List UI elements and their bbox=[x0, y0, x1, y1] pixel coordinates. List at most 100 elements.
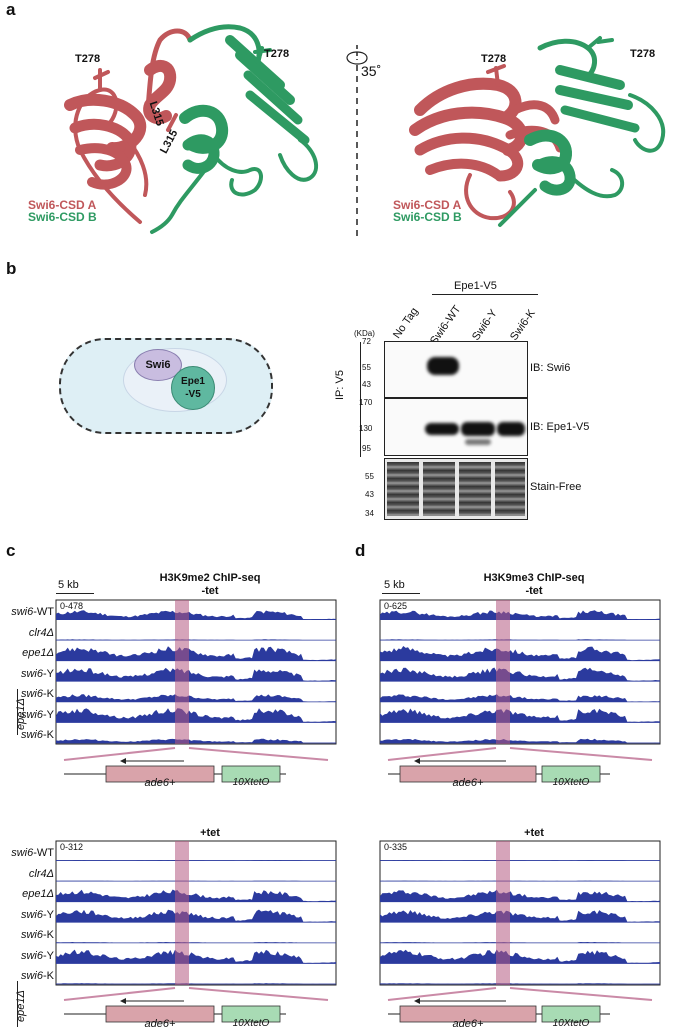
reporter-box bbox=[541, 765, 601, 783]
track-signal-1 bbox=[380, 880, 660, 882]
track-signal-3 bbox=[380, 910, 660, 923]
structure-left-chain-b bbox=[150, 24, 319, 234]
gene-label-c-bottom: ade6+ bbox=[144, 1018, 176, 1030]
track-signal-3 bbox=[56, 909, 336, 923]
band-epe1-y bbox=[461, 422, 495, 436]
track-signal-5 bbox=[380, 708, 660, 723]
zoom-line-left bbox=[387, 747, 497, 761]
row-label-5: swi6-Y bbox=[20, 949, 54, 962]
blot-swi6 bbox=[384, 341, 528, 398]
row-label-4: swi6-K bbox=[20, 688, 54, 700]
arrowhead-icon bbox=[120, 998, 126, 1004]
ip-bracket bbox=[360, 342, 361, 457]
reporter-box bbox=[541, 1005, 601, 1023]
epe1-v5-group-label: Epe1-V5 bbox=[454, 280, 497, 292]
arrowhead-icon bbox=[414, 998, 420, 1004]
reporter-box bbox=[221, 765, 281, 783]
track-signal-5 bbox=[380, 949, 660, 964]
track-signal-6 bbox=[56, 738, 336, 743]
scale-label-d: 5 kb bbox=[384, 579, 405, 591]
legend-chain-a-left: Swi6-CSD A bbox=[28, 198, 97, 212]
track-signal-6 bbox=[380, 983, 660, 984]
marker-43: 43 bbox=[362, 380, 371, 389]
range-c-bottom: 0-312 bbox=[60, 842, 84, 852]
subtitle-c-bottom: +tet bbox=[200, 827, 220, 839]
title-d: H3K9me3 ChIP-seq bbox=[483, 572, 585, 584]
reporter-label-c-top: 10XtetO bbox=[232, 777, 270, 788]
track-signal-4 bbox=[380, 694, 660, 702]
track-signal-0 bbox=[380, 860, 660, 861]
group-underline bbox=[432, 294, 538, 295]
track-signal-2 bbox=[56, 889, 336, 902]
marker-95: 95 bbox=[362, 444, 371, 453]
range-c-top: 0-478 bbox=[60, 601, 84, 611]
marker-34-sf: 34 bbox=[365, 509, 374, 518]
track-signal-2 bbox=[380, 889, 660, 902]
gene-label-c-top: ade6+ bbox=[144, 777, 176, 789]
marker-130: 130 bbox=[359, 424, 373, 433]
highlight-region bbox=[496, 600, 510, 744]
track-signal-6 bbox=[56, 983, 336, 984]
marker-43-sf: 43 bbox=[365, 490, 374, 499]
residue-label-t278-b-right: T278 bbox=[630, 48, 656, 60]
blot-epe1-v5 bbox=[384, 398, 528, 456]
track-signal-0 bbox=[56, 610, 336, 620]
track-signal-3 bbox=[380, 667, 660, 682]
track-signal-3 bbox=[56, 667, 336, 682]
rotation-arrow-icon bbox=[346, 51, 368, 65]
track-signal-2 bbox=[56, 646, 336, 661]
residue-label-t278-a-left: T278 bbox=[75, 53, 101, 65]
row-label-6: swi6-K bbox=[20, 970, 54, 982]
range-d-top: 0-625 bbox=[384, 601, 408, 611]
reporter-box bbox=[221, 1005, 281, 1023]
reporter-label-d-top: 10XtetO bbox=[552, 777, 590, 788]
blot-label-swi6: IB: Swi6 bbox=[530, 362, 571, 374]
row-label-1: clr4Δ bbox=[28, 626, 54, 639]
row-label-3: swi6-Y bbox=[20, 667, 54, 680]
marker-55-sf: 55 bbox=[365, 472, 374, 481]
bracket-line-top bbox=[17, 689, 18, 735]
gene-box bbox=[399, 1005, 537, 1023]
highlight-region bbox=[496, 841, 510, 985]
marker-55: 55 bbox=[362, 363, 371, 372]
structure-left-chain-a bbox=[64, 28, 193, 224]
highlight-region bbox=[175, 841, 189, 985]
arrowhead-icon bbox=[414, 758, 420, 764]
protein-structure-figure bbox=[64, 24, 666, 240]
highlight-region bbox=[175, 600, 189, 744]
blot-label-stain-free: Stain-Free bbox=[530, 481, 582, 493]
panel-label-b: b bbox=[6, 259, 17, 278]
zoom-line-right bbox=[509, 987, 653, 1001]
panel-label-a: a bbox=[6, 0, 16, 19]
bracket-line-bottom bbox=[17, 981, 18, 1027]
track-signal-4 bbox=[56, 694, 336, 702]
gene-box bbox=[105, 1005, 215, 1023]
residue-label-t278-b-left: T278 bbox=[264, 48, 290, 60]
range-d-bottom: 0-335 bbox=[384, 842, 408, 852]
legend-chain-b-left: Swi6-CSD B bbox=[28, 210, 97, 224]
track-signal-5 bbox=[56, 708, 336, 723]
marker-170: 170 bbox=[359, 398, 373, 407]
track-signal-5 bbox=[56, 949, 336, 964]
zoom-line-right bbox=[188, 987, 329, 1001]
reporter-label-c-bottom: 10XtetO bbox=[232, 1018, 270, 1029]
gene-box bbox=[105, 765, 215, 783]
legend-chain-b-right: Swi6-CSD B bbox=[393, 210, 462, 224]
structure-right-chain-b bbox=[498, 36, 666, 227]
band-epe1-k bbox=[497, 422, 525, 436]
scale-bar-c bbox=[56, 593, 94, 594]
row-label-2: epe1Δ bbox=[22, 888, 54, 900]
row-label-4: swi6-K bbox=[20, 929, 54, 941]
track-signal-1 bbox=[380, 639, 660, 641]
gene-label-d-bottom: ade6+ bbox=[452, 1018, 484, 1030]
track-signal-1 bbox=[56, 639, 336, 641]
track-signal-2 bbox=[380, 646, 660, 661]
row-label-5: swi6-Y bbox=[20, 708, 54, 721]
blot-stain-free bbox=[384, 458, 528, 520]
blot-label-epe1-v5: IB: Epe1-V5 bbox=[530, 421, 590, 433]
subtitle-c-top: -tet bbox=[201, 585, 219, 597]
band-swi6-wt bbox=[427, 357, 459, 375]
subtitle-d-top: -tet bbox=[525, 585, 543, 597]
track-signal-0 bbox=[380, 610, 660, 620]
